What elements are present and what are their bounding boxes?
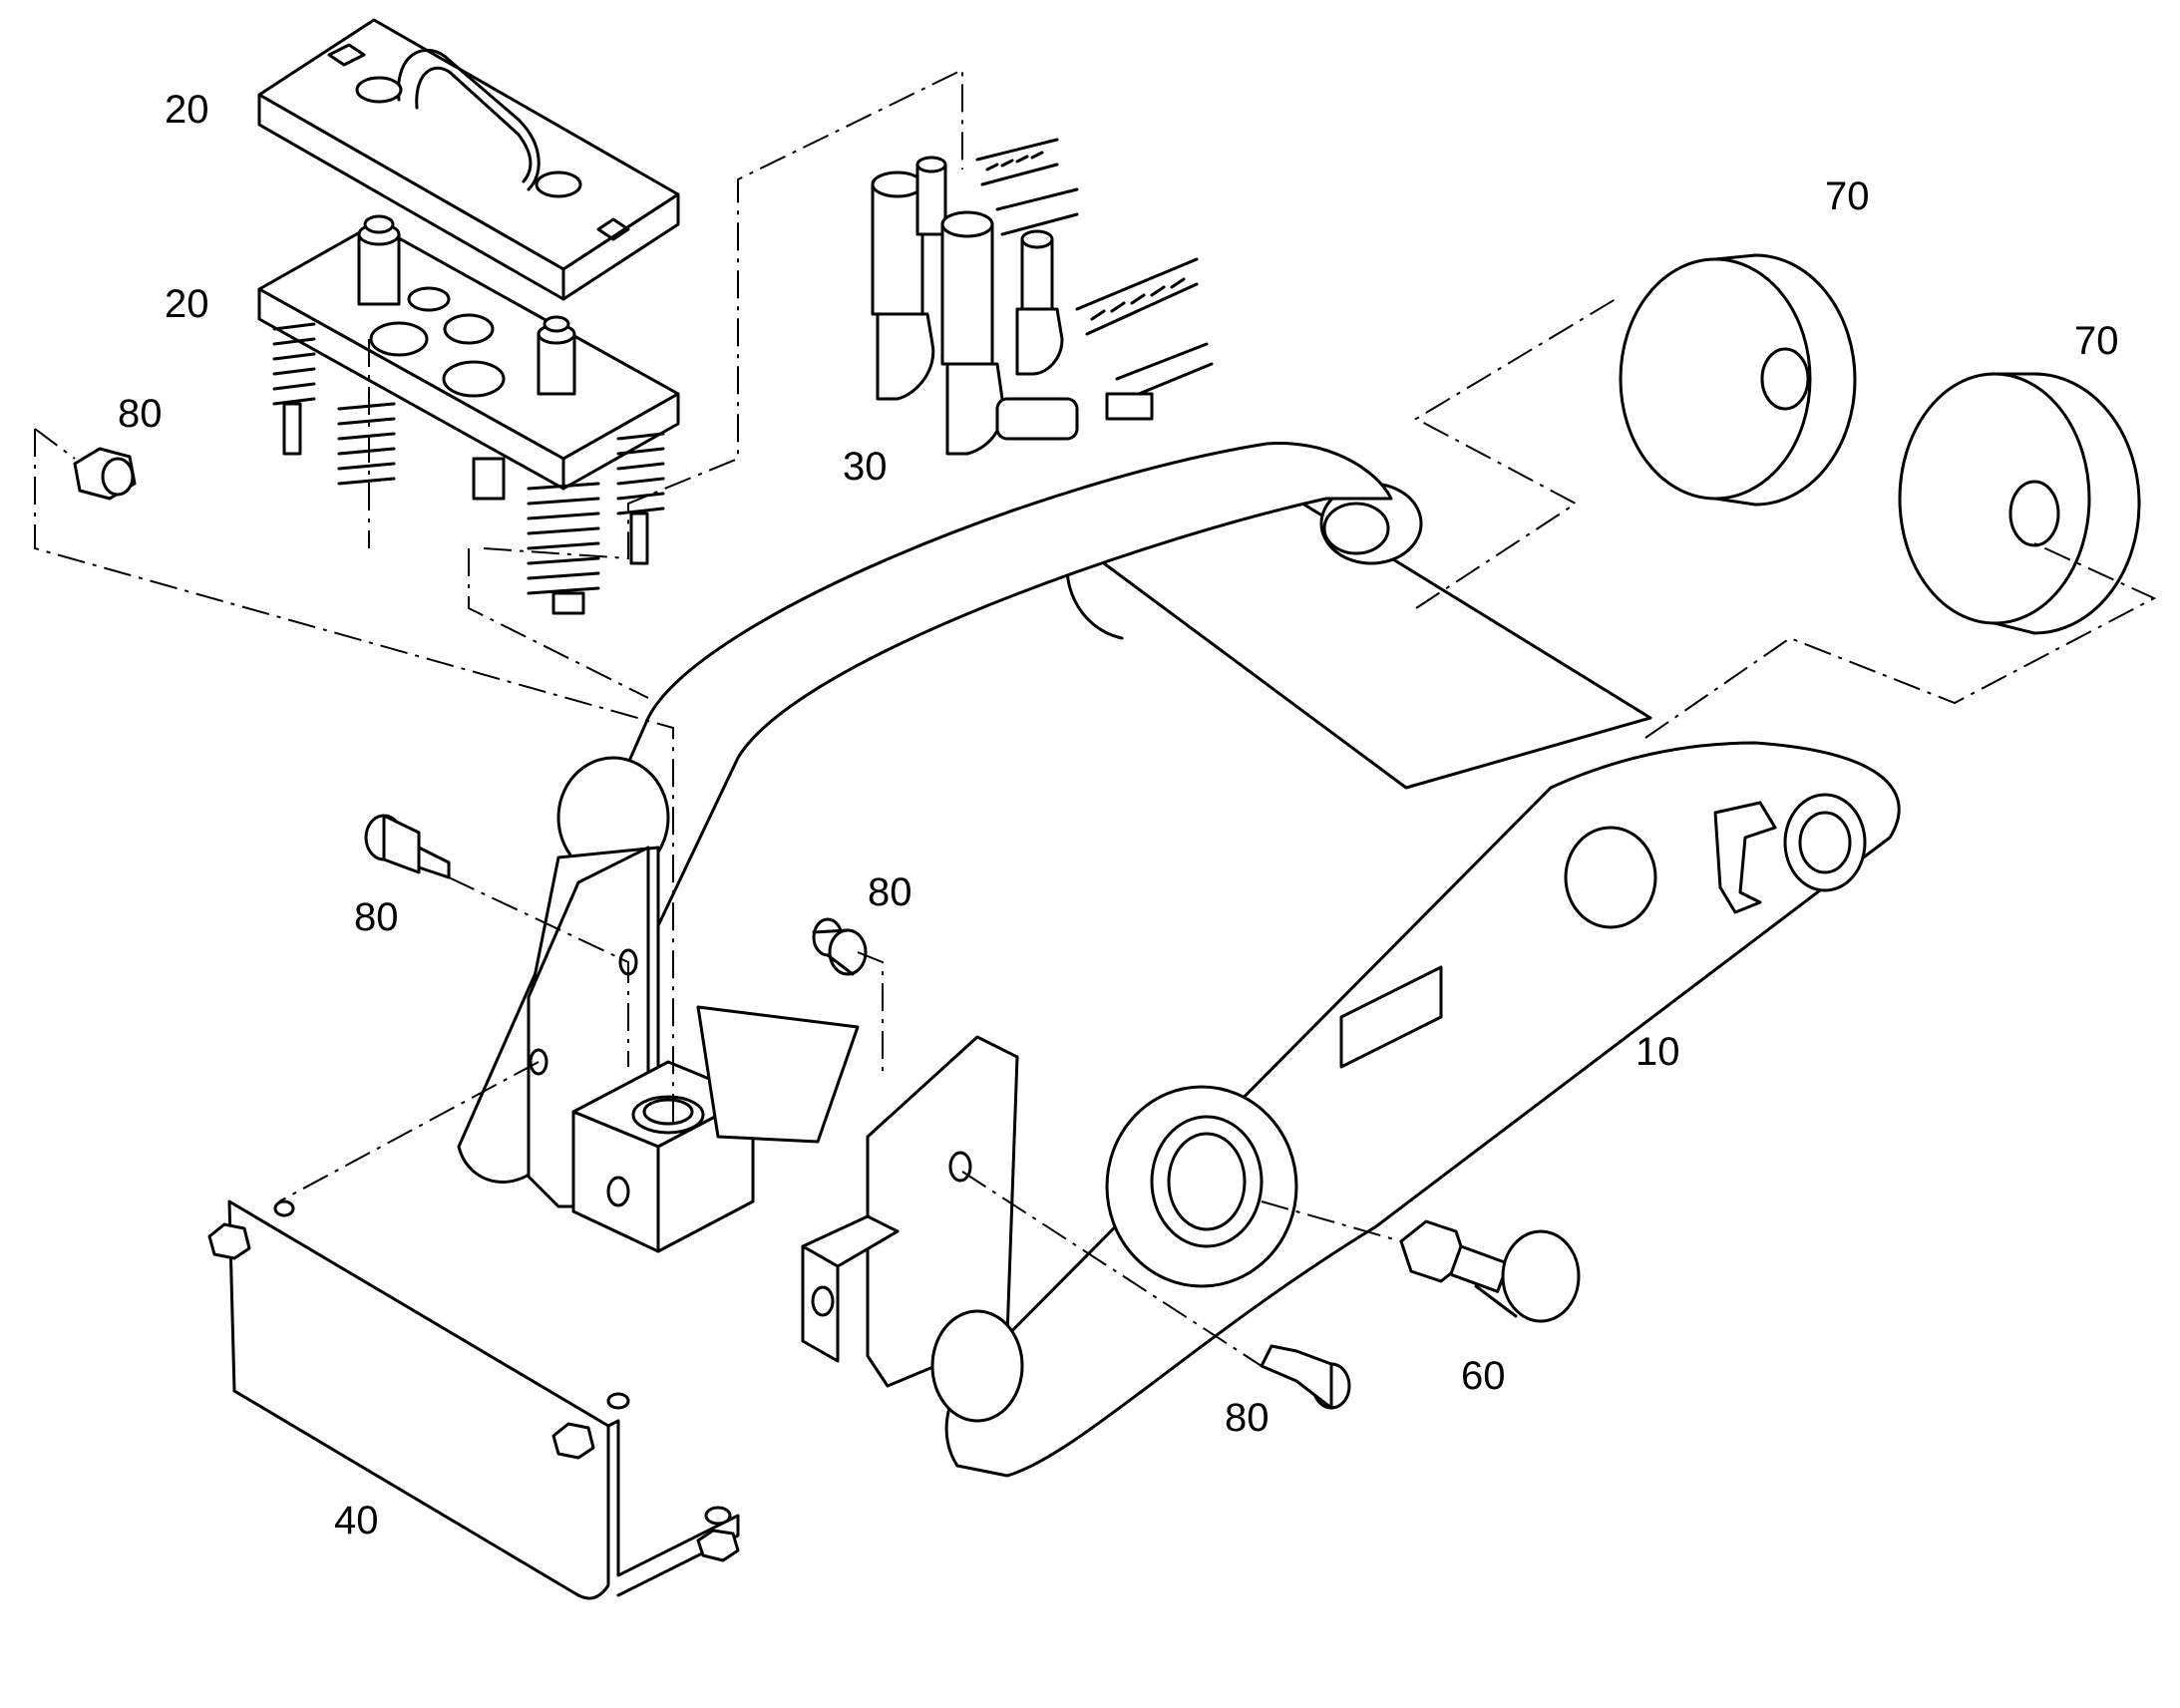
part-20-top-plate	[257, 18, 680, 301]
label-part-70-b: 70	[2074, 319, 2119, 363]
label-part-20-block: 20	[165, 282, 209, 326]
label-part-70-a: 70	[1825, 174, 1870, 218]
part-80-nut-c	[812, 917, 868, 976]
part-80-nut-a	[73, 447, 137, 501]
part-10-frame	[457, 441, 1901, 1478]
label-part-80-nut: 80	[118, 392, 163, 436]
label-part-30: 30	[843, 445, 888, 489]
part-70-disc-a	[1619, 253, 1857, 507]
label-part-40: 40	[334, 1499, 379, 1542]
part-30-hose-fittings	[871, 138, 1214, 456]
part-20-connector-block	[257, 214, 680, 615]
part-40-cover-plate	[207, 1199, 740, 1600]
part-80-screw-d	[1260, 1344, 1351, 1410]
assembly-centerlines	[34, 68, 2157, 1367]
part-70-disc-b	[1898, 372, 2141, 635]
part-80-screw-b	[364, 814, 451, 879]
label-part-20-top: 20	[165, 88, 209, 132]
part-60-pivot-pin	[1399, 1219, 1581, 1323]
label-part-80-screw-left: 80	[354, 895, 399, 939]
label-part-80-nut-center: 80	[868, 870, 912, 914]
label-part-10: 10	[1635, 1030, 1680, 1074]
label-part-80-screw-right: 80	[1225, 1396, 1270, 1440]
label-part-60: 60	[1461, 1354, 1506, 1398]
